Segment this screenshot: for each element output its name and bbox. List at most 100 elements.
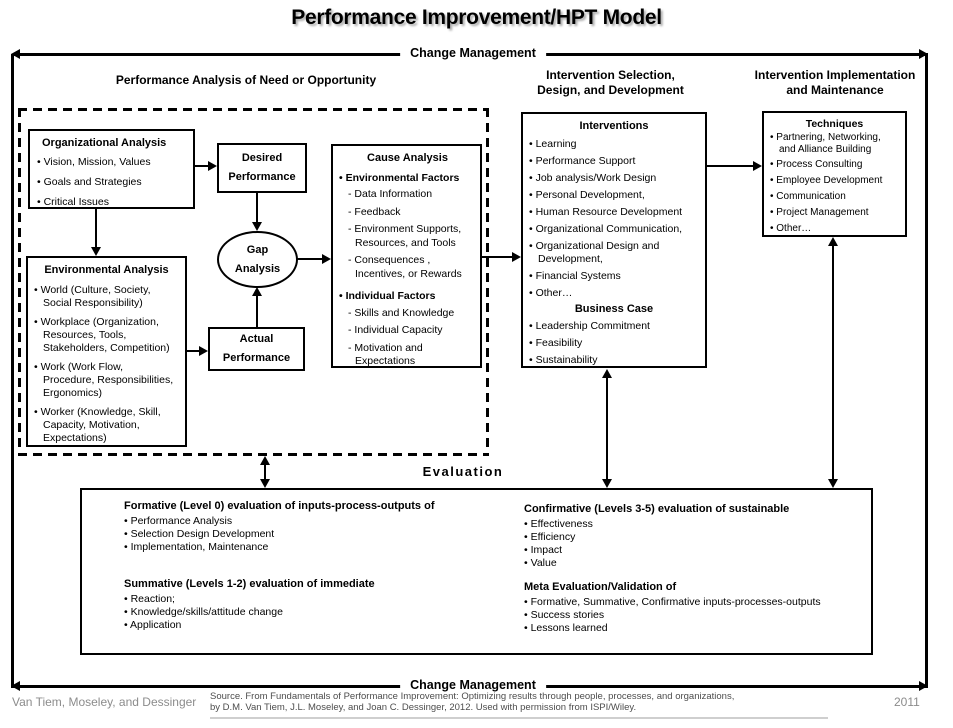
list-item: Skills and Knowledge <box>348 307 476 321</box>
arrow-analysis-evaluation <box>264 464 266 480</box>
meta-evaluation-heading: Meta Evaluation/Validation of <box>524 581 677 593</box>
evaluation-right-column: Confirmative (Levels 3-5) evaluation of … <box>524 503 869 635</box>
list-item: Effectiveness <box>524 518 869 531</box>
footer-source: Source. From Fundamentals of Performance… <box>210 691 735 713</box>
arrowhead-right-icon <box>322 254 331 264</box>
footer-divider <box>210 717 828 719</box>
list-item: Knowledge/skills/attitude change <box>124 606 499 619</box>
list-item: World (Culture, Society, Social Responsi… <box>34 284 179 310</box>
list-item: Value <box>524 557 869 570</box>
confirmative-heading: Confirmative (Levels 3-5) evaluation of … <box>524 503 790 515</box>
list-item: Environment Supports, Resources, and Too… <box>348 223 476 250</box>
organizational-analysis-title: Organizational Analysis <box>42 137 167 149</box>
list-item: Human Resource Development <box>529 206 699 219</box>
arrowhead-down-icon <box>260 479 270 488</box>
dashed-boundary-bottom <box>18 453 489 456</box>
list-item: Organizational Design and Development, <box>529 240 699 266</box>
arrow-right-icon <box>919 49 928 59</box>
arrow-interventions-to-techniques <box>707 165 754 167</box>
list-item: Motivation and Expectations <box>348 342 476 369</box>
interventions-title: Interventions <box>579 120 649 132</box>
dashed-boundary-top <box>18 108 489 111</box>
list-item: Process Consulting <box>770 159 899 171</box>
summative-section: Summative (Levels 1-2) evaluation of imm… <box>124 578 499 632</box>
list-item: Success stories <box>524 609 869 622</box>
arrow-org-to-env <box>95 208 97 248</box>
environmental-analysis-title: Environmental Analysis <box>44 264 169 276</box>
gap-analysis-ellipse: Gap Analysis <box>217 231 298 288</box>
header-intervention-implementation: Intervention Implementation and Maintena… <box>754 68 916 97</box>
list-item: Feedback <box>348 206 476 220</box>
interventions-box: Interventions Learning Performance Suppo… <box>521 112 707 368</box>
list-item: Application <box>124 619 499 632</box>
arrowhead-up-icon <box>252 287 262 296</box>
arrow-gap-to-cause <box>297 258 324 260</box>
page-title: Performance Improvement/HPT Model <box>291 6 662 29</box>
list-item: Lessons learned <box>524 622 869 635</box>
arrow-org-to-desired <box>195 165 211 167</box>
list-item: Implementation, Maintenance <box>124 541 499 554</box>
evaluation-left-column: Formative (Level 0) evaluation of inputs… <box>124 500 499 632</box>
list-item: Formative, Summative, Confirmative input… <box>524 596 869 609</box>
list-item: Employee Development <box>770 175 899 187</box>
list-item: Job analysis/Work Design <box>529 172 699 185</box>
arrowhead-right-icon <box>208 161 217 171</box>
arrow-right-icon <box>919 681 928 691</box>
group-header: Environmental Factors <box>339 172 476 186</box>
list-item: Communication <box>770 191 899 203</box>
arrow-desired-to-gap <box>256 193 258 224</box>
list-item: Consequences , Incentives, or Rewards <box>348 254 476 281</box>
list-item: Performance Analysis <box>124 515 499 528</box>
list-item: Workplace (Organization, Resources, Tool… <box>34 316 179 355</box>
list-item: Personal Development, <box>529 189 699 202</box>
list-item: Work (Work Flow, Procedure, Responsibili… <box>34 361 179 400</box>
group-header: Individual Factors <box>339 290 476 304</box>
arrowhead-right-icon <box>512 252 521 262</box>
techniques-title: Techniques <box>805 118 864 130</box>
header-performance-analysis: Performance Analysis of Need or Opportun… <box>115 73 377 87</box>
list-item: Data Information <box>348 188 476 202</box>
footer-authors: Van Tiem, Moseley, and Dessinger <box>12 695 197 709</box>
list-item: Impact <box>524 544 869 557</box>
arrowhead-right-icon <box>199 346 208 356</box>
list-item: Project Management <box>770 207 899 219</box>
list-item: Worker (Knowledge, Skill, Capacity, Moti… <box>34 406 179 445</box>
arrowhead-up-icon <box>828 237 838 246</box>
footer-year: 2011 <box>894 695 920 709</box>
list-item: Financial Systems <box>529 270 699 283</box>
arrowhead-down-icon <box>602 479 612 488</box>
arrowhead-up-icon <box>602 369 612 378</box>
list-item: Efficiency <box>524 531 869 544</box>
list-item: Critical Issues <box>37 196 186 208</box>
dashed-boundary-left <box>18 108 21 456</box>
arrow-env-to-actual <box>187 350 201 352</box>
list-item: Partnering, Networking, and Alliance Bui… <box>770 132 899 156</box>
formative-heading: Formative (Level 0) evaluation of inputs… <box>124 500 435 512</box>
meta-evaluation-section: Meta Evaluation/Validation of Formative,… <box>524 581 869 635</box>
organizational-analysis-box: Organizational Analysis Vision, Mission,… <box>28 129 195 209</box>
formative-section: Formative (Level 0) evaluation of inputs… <box>124 500 499 554</box>
arrowhead-down-icon <box>252 222 262 231</box>
list-item: Individual Capacity <box>348 324 476 338</box>
list-item: Sustainability <box>529 354 699 367</box>
arrow-techniques-evaluation <box>832 245 834 479</box>
arrowhead-down-icon <box>828 479 838 488</box>
list-item: Goals and Strategies <box>37 176 186 188</box>
arrow-actual-to-gap <box>256 295 258 327</box>
dashed-boundary-right <box>486 108 489 456</box>
arrowhead-up-icon <box>260 456 270 465</box>
desired-performance-box: Desired Performance <box>217 143 307 193</box>
list-item: Feasibility <box>529 337 699 350</box>
list-item: Organizational Communication, <box>529 223 699 236</box>
list-item: Learning <box>529 138 699 151</box>
techniques-box: Techniques Partnering, Networking, and A… <box>762 111 907 237</box>
list-item: Reaction; <box>124 593 499 606</box>
arrow-left-icon <box>11 681 20 691</box>
list-item: Vision, Mission, Values <box>37 156 186 168</box>
arrowhead-right-icon <box>753 161 762 171</box>
cause-analysis-box: Cause Analysis Environmental Factors Dat… <box>331 144 482 368</box>
list-item: Performance Support <box>529 155 699 168</box>
arrowhead-down-icon <box>91 247 101 256</box>
list-item: Other… <box>529 287 699 300</box>
